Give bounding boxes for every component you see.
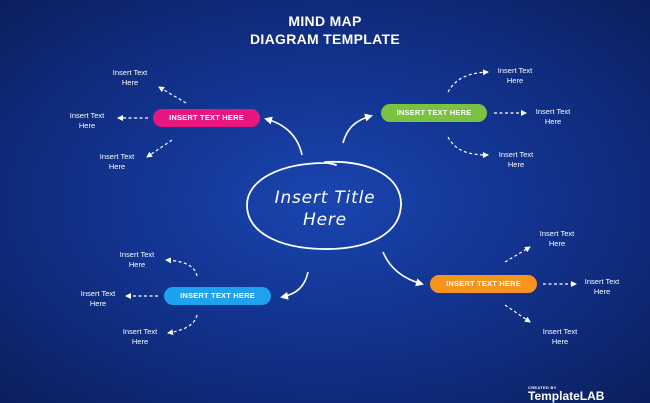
main-arrow-top-right <box>342 113 373 144</box>
leaf-text-tl-1[interactable]: Insert Text Here <box>100 68 160 87</box>
leaf-line: Insert Text <box>535 107 571 116</box>
leaf-line: Here <box>551 336 569 346</box>
leaf-text-br-1[interactable]: Insert Text Here <box>527 229 587 248</box>
branch-pill-bottom-right[interactable]: INSERT TEXT HERE <box>430 275 537 293</box>
leaf-text-br-2[interactable]: Insert Text Here <box>572 277 632 296</box>
leaf-line: Insert Text <box>119 250 155 259</box>
branch-pill-top-right[interactable]: INSERT TEXT HERE <box>381 104 487 122</box>
leaf-line: Insert Text <box>539 229 575 238</box>
leaf-line: Insert Text <box>69 111 105 120</box>
leaf-arrow-br-3 <box>504 304 531 323</box>
leaf-arrow-bl-1 <box>165 257 198 277</box>
leaf-line: Insert Text <box>112 68 148 77</box>
leaf-arrow-tr-1 <box>447 69 489 93</box>
leaf-line: Here <box>108 161 126 171</box>
leaf-line: Insert Text <box>99 152 135 161</box>
leaf-text-bl-1[interactable]: Insert Text Here <box>107 250 167 269</box>
center-title-line2: Here <box>303 210 347 230</box>
center-title-line1: Insert Title <box>274 188 376 208</box>
main-arrow-bottom-right <box>382 251 424 287</box>
branch-pill-bottom-left[interactable]: INSERT TEXT HERE <box>164 287 271 305</box>
leaf-arrow-bl-3 <box>167 314 198 336</box>
center-title[interactable]: Insert Title Here <box>255 187 395 231</box>
leaf-arrow-br-1 <box>504 246 531 263</box>
leaf-line: Here <box>89 298 107 308</box>
main-arrow-top-left <box>264 116 303 156</box>
center-ellipse <box>246 161 402 250</box>
leaf-line: Here <box>593 286 611 296</box>
templatelab-logo: CREATED BY TemplateLAB <box>528 385 604 403</box>
logo-brand: TemplateLAB <box>528 389 605 403</box>
leaf-line: Insert Text <box>584 277 620 286</box>
leaf-line: Here <box>544 116 562 126</box>
leaf-line: Insert Text <box>498 150 534 159</box>
leaf-text-br-3[interactable]: Insert Text Here <box>530 327 590 346</box>
leaf-line: Here <box>131 336 149 346</box>
leaf-arrow-tl-1 <box>158 86 187 104</box>
leaf-line: Here <box>121 77 139 87</box>
branch-pill-top-left[interactable]: INSERT TEXT HERE <box>153 109 260 127</box>
leaf-line: Here <box>128 259 146 269</box>
leaf-arrow-tr-3 <box>447 136 489 158</box>
diagram-title-line1: MIND MAP <box>288 13 362 29</box>
leaf-line: Here <box>507 159 525 169</box>
leaf-text-tl-2[interactable]: Insert Text Here <box>57 111 117 130</box>
leaf-line: Insert Text <box>122 327 158 336</box>
main-arrow-bottom-left <box>280 271 309 300</box>
leaf-line: Insert Text <box>80 289 116 298</box>
diagram-title-line2: DIAGRAM TEMPLATE <box>250 31 400 47</box>
leaf-line: Insert Text <box>542 327 578 336</box>
leaf-line: Here <box>506 75 524 85</box>
leaf-line: Insert Text <box>497 66 533 75</box>
leaf-text-tr-1[interactable]: Insert Text Here <box>485 66 545 85</box>
leaf-line: Here <box>548 238 566 248</box>
leaf-text-bl-3[interactable]: Insert Text Here <box>110 327 170 346</box>
leaf-text-tr-2[interactable]: Insert Text Here <box>523 107 583 126</box>
leaf-arrow-tl-3 <box>146 139 173 158</box>
leaf-text-tr-3[interactable]: Insert Text Here <box>486 150 546 169</box>
leaf-line: Here <box>78 120 96 130</box>
leaf-text-tl-3[interactable]: Insert Text Here <box>87 152 147 171</box>
logo-created-by: CREATED BY <box>528 385 557 390</box>
leaf-text-bl-2[interactable]: Insert Text Here <box>68 289 128 308</box>
